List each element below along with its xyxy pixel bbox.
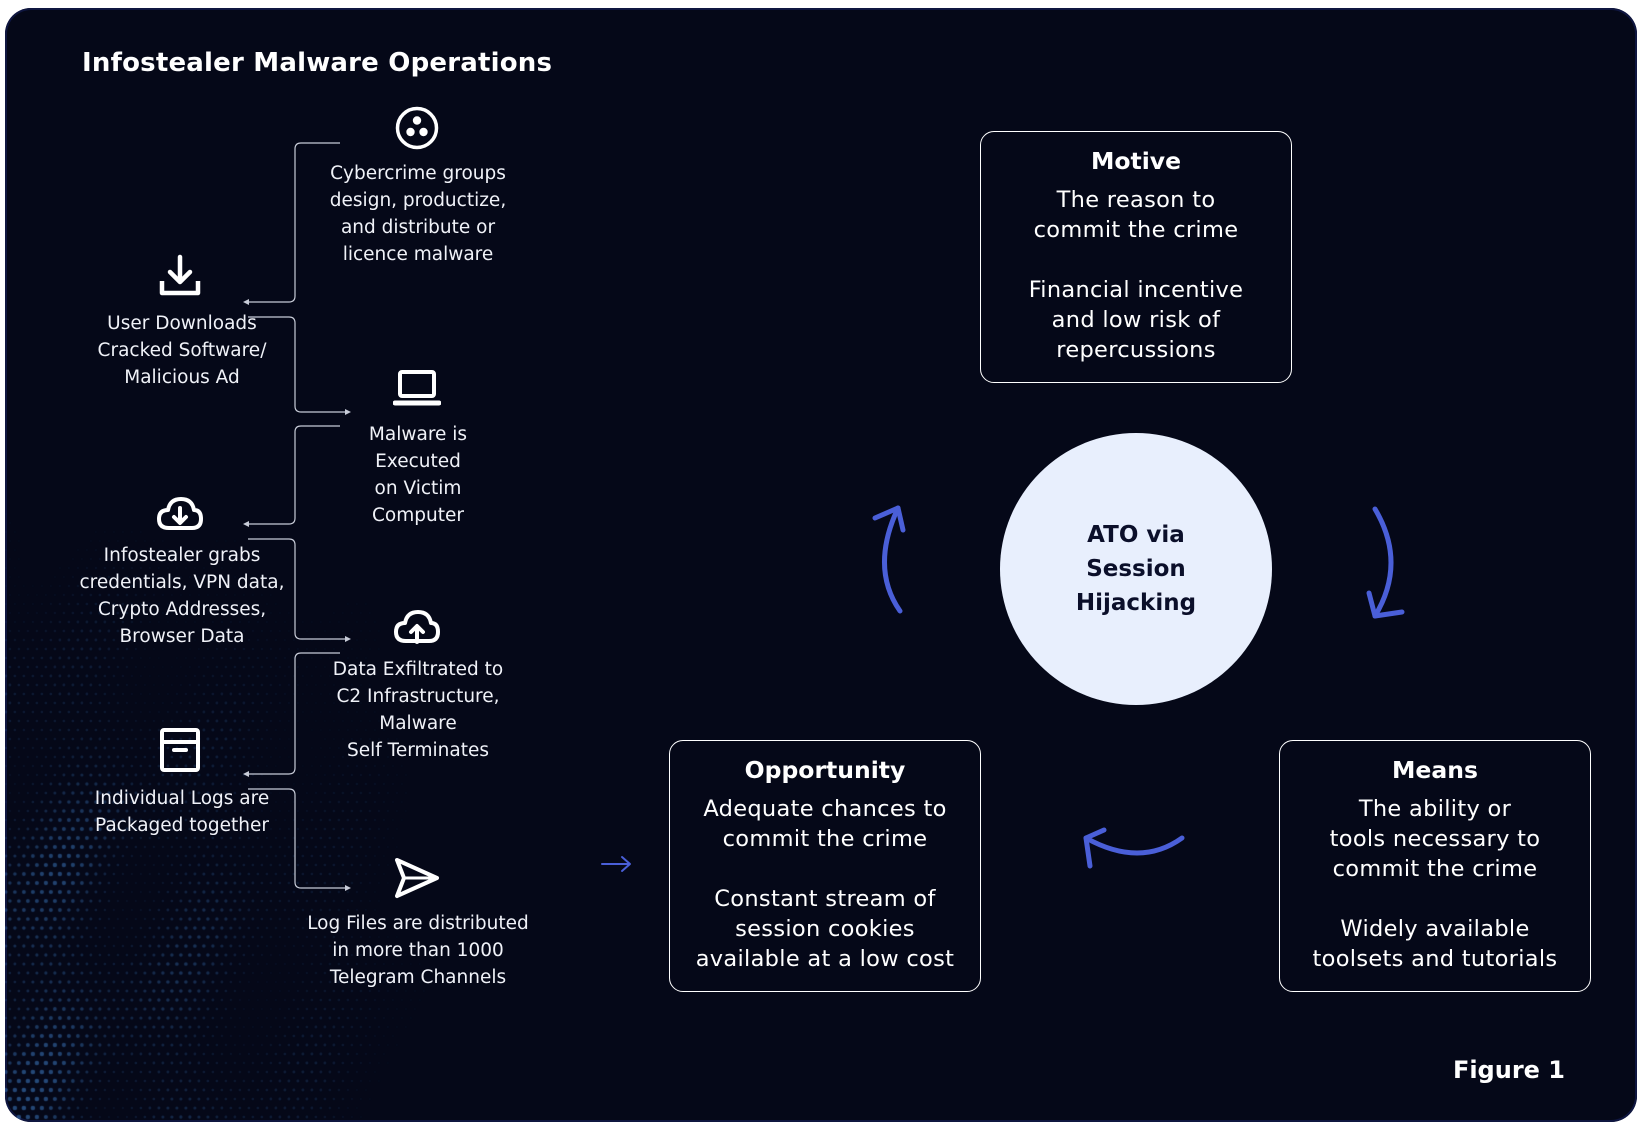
cycle-arrows <box>601 505 1405 872</box>
flow-connectors <box>243 142 351 891</box>
opportunity-detail: Constant stream of session cookies avail… <box>695 886 955 972</box>
means-title: Means <box>1392 756 1478 784</box>
connector-1-2 <box>248 142 340 303</box>
step-7-text: Log Files are distributed in more than 1… <box>307 913 529 988</box>
step-2-text: User Downloads Cracked Software/ Malicio… <box>97 313 267 388</box>
cycle-arrow-up-head <box>872 505 906 533</box>
step-4-text: Infostealer grabs credentials, VPN data,… <box>79 545 285 647</box>
motive-title: Motive <box>1090 147 1182 175</box>
figure-label: Figure 1 <box>1452 1056 1565 1084</box>
means-description: The ability or tools necessary to commit… <box>1329 796 1541 882</box>
cycle-arrow-down-head <box>1366 590 1405 619</box>
motive-detail: Financial incentive and low risk of repe… <box>1028 277 1244 363</box>
diagram-title: Infostealer Malware Operations <box>82 48 553 78</box>
opportunity-description: Adequate chances to commit the crime <box>703 796 947 852</box>
opportunity-card: Opportunity Adequate chances to commit t… <box>669 740 981 992</box>
diagram-frame: Infostealer Malware Operations Cybercrim… <box>5 8 1637 1122</box>
connector-arrowhead <box>345 636 351 642</box>
connector-3-4 <box>248 425 340 525</box>
connector-4-5 <box>248 538 346 640</box>
feed-arrow-head <box>621 856 631 872</box>
connector-arrowhead <box>243 521 249 527</box>
send-icon <box>395 858 439 898</box>
step-5-text: Data Exfiltrated to C2 Infrastructure, M… <box>332 659 504 761</box>
laptop-icon <box>393 370 441 406</box>
group-circle-icon <box>395 106 439 150</box>
cycle-arrow-down <box>1372 506 1394 619</box>
connector-arrowhead <box>243 771 249 777</box>
step-3-text: Malware is Executed on Victim Computer <box>368 424 468 526</box>
connector-arrowhead <box>345 409 351 415</box>
cloud-upload-icon <box>394 610 440 644</box>
cycle-arrow-left <box>1083 835 1185 856</box>
connector-arrowhead <box>345 885 351 891</box>
step-1-text: Cybercrime groups design, productize, an… <box>329 163 507 265</box>
cloud-download-icon <box>157 497 203 530</box>
means-detail: Widely available toolsets and tutorials <box>1312 916 1558 972</box>
motive-description: The reason to commit the crime <box>1033 187 1239 243</box>
connector-arrowhead <box>243 299 249 305</box>
motive-card: Motive The reason to commit the crime Fi… <box>980 131 1292 383</box>
cycle-arrow-left-head <box>1083 827 1107 869</box>
download-icon <box>159 254 201 296</box>
connector-5-6 <box>248 652 340 775</box>
opportunity-title: Opportunity <box>744 756 906 784</box>
step-6-text: Individual Logs are Packaged together <box>94 788 270 836</box>
ato-session-hijacking-circle: ATO via Session Hijacking <box>1000 433 1272 705</box>
archive-box-icon <box>160 728 200 772</box>
connector-6-7 <box>248 788 346 889</box>
connector-2-3 <box>248 316 346 413</box>
means-card: Means The ability or tools necessary to … <box>1279 740 1591 992</box>
cycle-arrow-up <box>882 505 903 614</box>
